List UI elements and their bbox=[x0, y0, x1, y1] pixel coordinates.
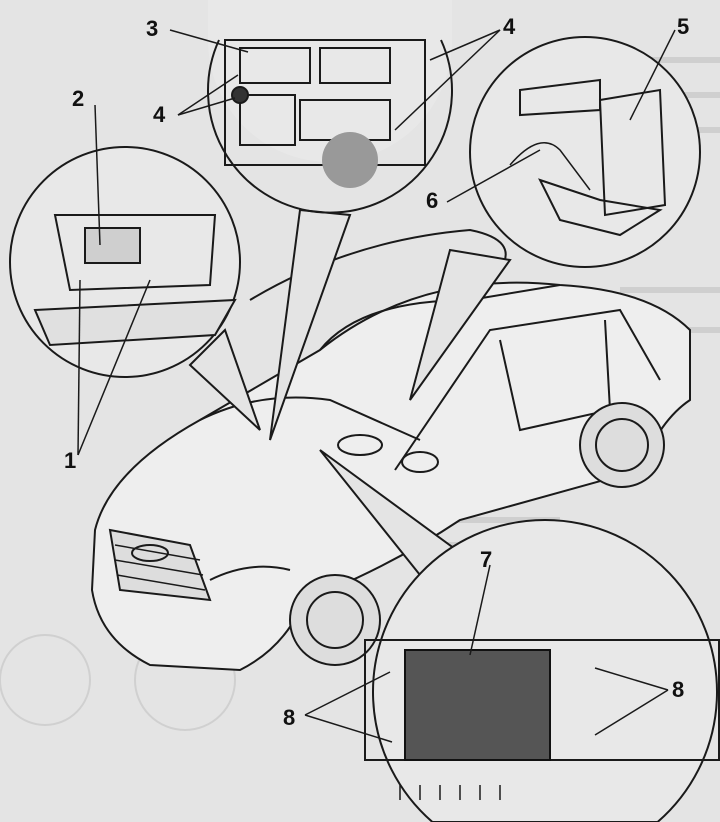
leader-lines bbox=[77, 29, 676, 743]
callout-4-top: 4 bbox=[503, 14, 516, 39]
callout-5: 5 bbox=[677, 14, 690, 39]
callout-8-left: 8 bbox=[283, 705, 296, 730]
callout-6: 6 bbox=[426, 188, 439, 213]
car-illustration bbox=[90, 228, 691, 672]
callout-1: 1 bbox=[64, 448, 77, 473]
detail-display bbox=[364, 519, 720, 822]
callout-3: 3 bbox=[146, 16, 159, 41]
detail-glovebox bbox=[9, 146, 241, 378]
callout-2: 2 bbox=[72, 86, 85, 111]
detail-module bbox=[469, 36, 701, 268]
callout-8-right: 8 bbox=[672, 677, 685, 702]
detail-radio bbox=[207, 0, 453, 214]
callout-7: 7 bbox=[480, 547, 493, 572]
callout-4-left: 4 bbox=[153, 102, 166, 127]
